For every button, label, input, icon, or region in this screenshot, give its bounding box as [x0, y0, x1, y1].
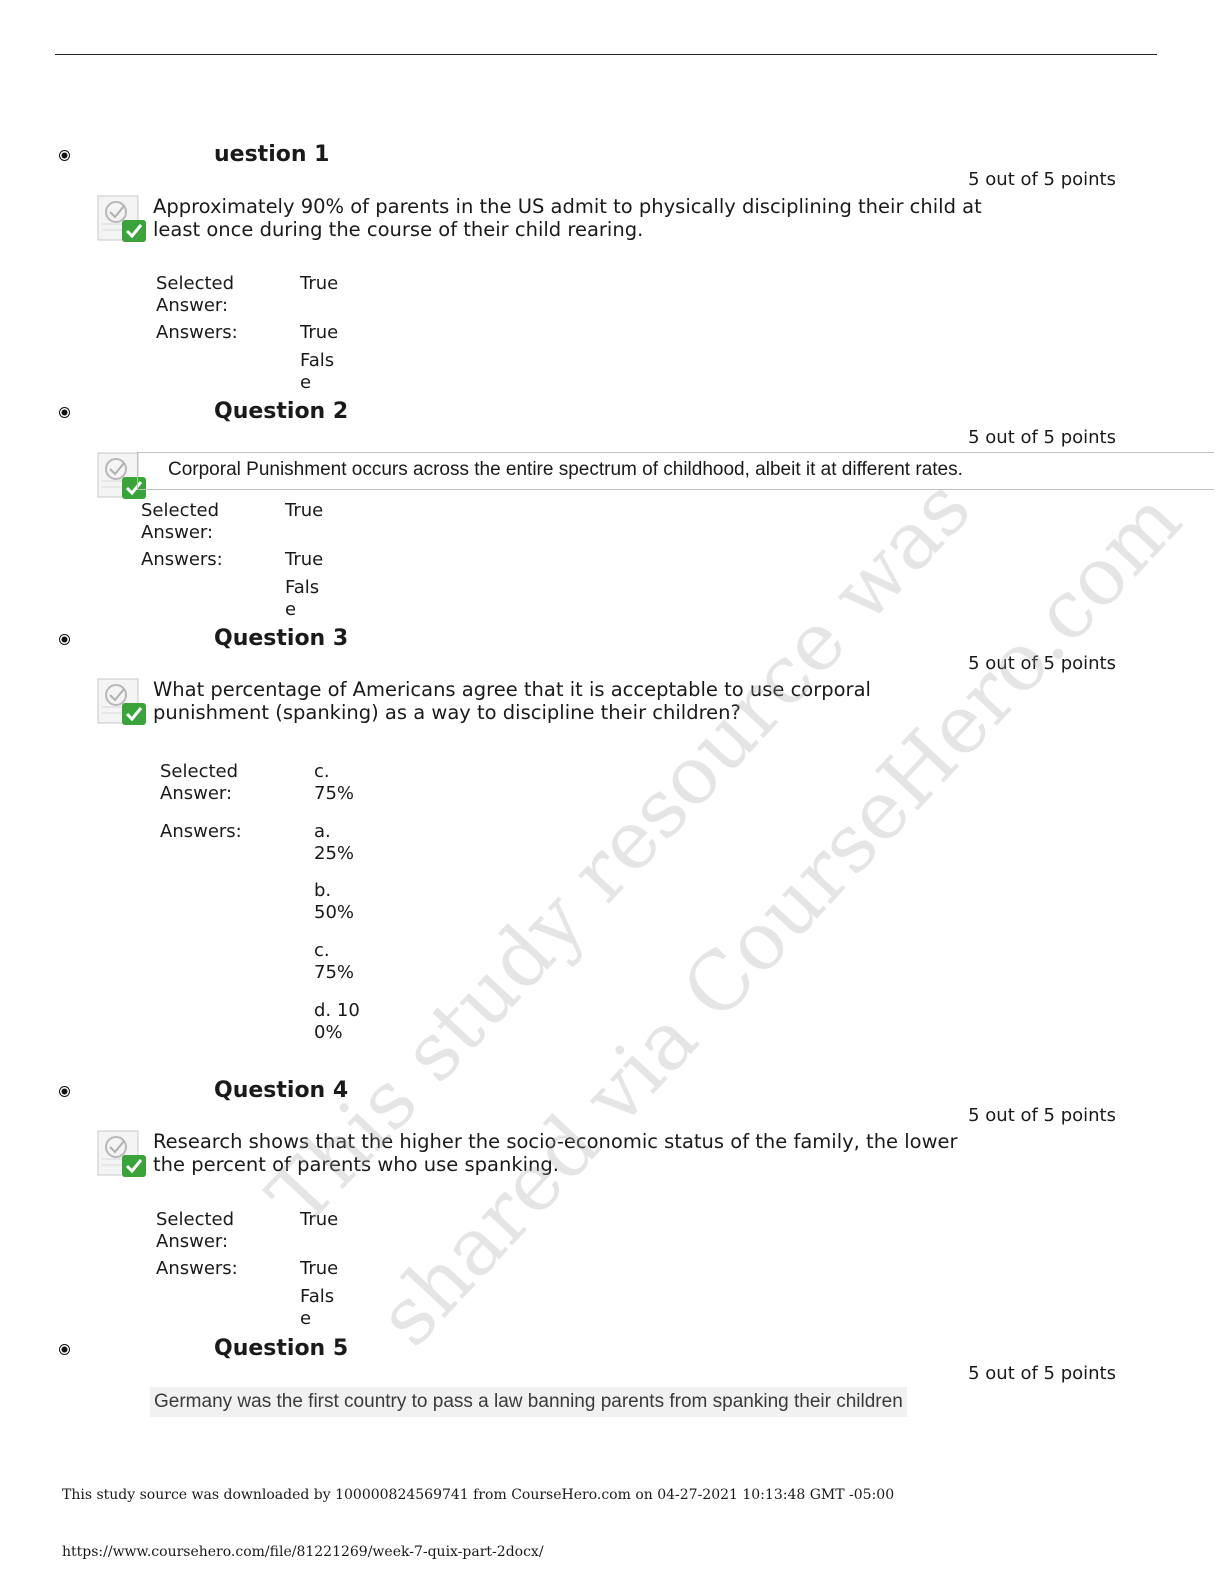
- question-title: uestion 1: [214, 142, 330, 167]
- bullet-icon: [60, 1087, 69, 1096]
- question-text: What percentage of Americans agree that …: [153, 678, 871, 724]
- top-rule: [55, 54, 1157, 55]
- answers-label: Answers:: [160, 821, 242, 842]
- answer-option: False: [300, 1286, 335, 1329]
- answer-option: c. 75%: [314, 940, 355, 983]
- watermark-line: shared via CourseHero.com: [360, 473, 1199, 1364]
- correct-answer-icon: [97, 1130, 146, 1177]
- correct-answer-icon: [97, 195, 146, 242]
- answer-option: a. 25%: [314, 821, 355, 864]
- answers-label: Answers:: [156, 1258, 238, 1279]
- answer-option: d. 100%: [314, 1000, 360, 1043]
- selected-answer-value: True: [285, 500, 324, 521]
- points-label: 5 out of 5 points: [968, 653, 1116, 674]
- correct-answer-icon: [97, 678, 146, 725]
- watermark-line: This study resource was: [250, 461, 989, 1244]
- bullet-icon: [60, 1345, 69, 1354]
- question-text: Germany was the first country to pass a …: [150, 1387, 907, 1417]
- selected-answer-label: Selected Answer:: [156, 273, 235, 316]
- question-text-box: Corporal Punishment occurs across the en…: [137, 452, 1214, 490]
- selected-answer-label: Selected Answer:: [160, 761, 239, 804]
- answer-option: b. 50%: [314, 880, 355, 923]
- bullet-icon: [60, 635, 69, 644]
- question-title: Question 4: [214, 1078, 349, 1103]
- points-label: 5 out of 5 points: [968, 1363, 1116, 1384]
- selected-answer-value: c. 75%: [314, 761, 355, 804]
- selected-answer-label: Selected Answer:: [141, 500, 220, 543]
- answer-option: True: [285, 549, 324, 570]
- points-label: 5 out of 5 points: [968, 169, 1116, 190]
- selected-answer-label: Selected Answer:: [156, 1209, 235, 1252]
- question-text: Approximately 90% of parents in the US a…: [153, 195, 982, 241]
- question-title: Question 3: [214, 626, 349, 651]
- selected-answer-value: True: [300, 273, 339, 294]
- question-text: Corporal Punishment occurs across the en…: [168, 459, 963, 480]
- answer-option: False: [300, 350, 335, 393]
- points-label: 5 out of 5 points: [968, 427, 1116, 448]
- selected-answer-value: True: [300, 1209, 339, 1230]
- bullet-icon: [60, 151, 69, 160]
- answer-option: True: [300, 322, 339, 343]
- answers-label: Answers:: [156, 322, 238, 343]
- question-title: Question 5: [214, 1336, 349, 1361]
- answers-label: Answers:: [141, 549, 223, 570]
- points-label: 5 out of 5 points: [968, 1105, 1116, 1126]
- answer-option: True: [300, 1258, 339, 1279]
- source-url[interactable]: https://www.coursehero.com/file/81221269…: [62, 1544, 544, 1560]
- correct-answer-icon: [97, 452, 146, 499]
- answer-option: False: [285, 577, 320, 620]
- download-note: This study source was downloaded by 1000…: [62, 1487, 895, 1503]
- question-title: Question 2: [214, 399, 349, 424]
- question-text: Research shows that the higher the socio…: [153, 1130, 958, 1176]
- bullet-icon: [60, 408, 69, 417]
